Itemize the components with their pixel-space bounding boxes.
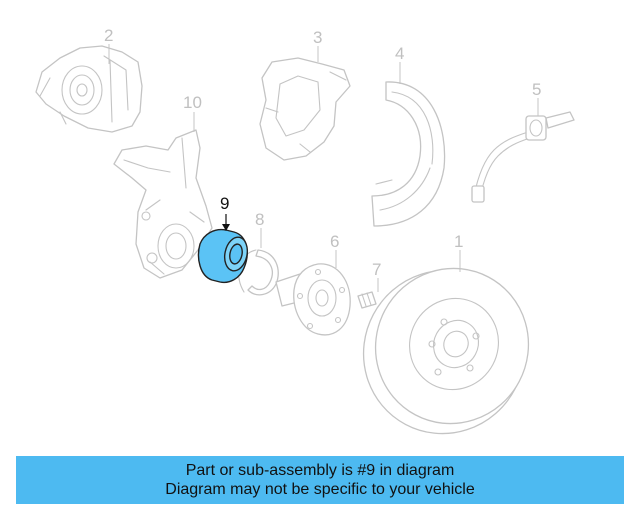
part-2-caliper [35, 45, 143, 133]
part-3-bracket [259, 57, 351, 161]
callout-7: 7 [372, 260, 381, 279]
callout-2: 2 [104, 26, 113, 45]
callout-10: 10 [183, 93, 202, 112]
part-10-knuckle [113, 129, 213, 279]
banner-line-2: Diagram may not be specific to your vehi… [165, 481, 475, 498]
callout-3: 3 [313, 28, 322, 47]
info-banner: Part or sub-assembly is #9 in diagram Di… [16, 456, 624, 504]
callout-9: 9 [220, 194, 229, 213]
callout-1: 1 [454, 232, 463, 251]
part-6-hub-flange [275, 263, 351, 336]
part-9-hub-bearing-highlighted [197, 228, 249, 284]
part-5-speed-sensor [471, 111, 575, 203]
callout-6: 6 [330, 232, 339, 251]
banner-line-1: Part or sub-assembly is #9 in diagram [185, 462, 455, 479]
exploded-parts-diagram: 2 3 4 5 10 8 [35, 26, 575, 435]
part-4-dust-shield [371, 81, 446, 227]
callout-5: 5 [532, 80, 541, 99]
part-1-brake-rotor [362, 267, 530, 435]
callout-4: 4 [395, 44, 404, 63]
bearing-bore [229, 243, 243, 265]
part-7-wheel-stud [357, 291, 377, 309]
callout-arrow-9 [222, 224, 230, 231]
callout-8: 8 [255, 210, 264, 229]
